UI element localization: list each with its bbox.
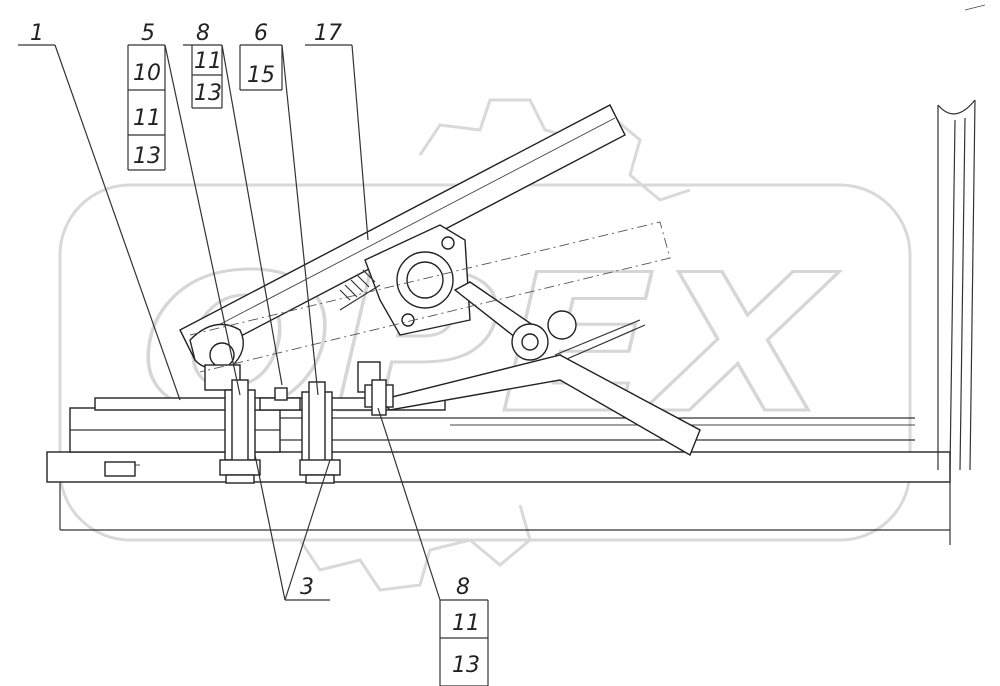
callout-10: 10 [133,61,161,86]
callout-6: 6 [254,21,268,46]
callout-8b: 8 [456,575,470,600]
callout-13c: 13 [452,653,480,678]
bolts [219,379,394,484]
callout-11a: 11 [133,106,161,131]
right-wall [937,4,986,471]
callout-15: 15 [247,63,275,88]
callout-11b: 11 [194,49,222,74]
pedal-assembly [179,104,701,457]
callout-3: 3 [300,575,314,600]
callout-13a: 13 [133,144,161,169]
callout-13b: 13 [194,81,222,106]
callout-5: 5 [141,21,155,46]
callouts: 1 5 10 11 13 8 11 13 6 15 17 [18,21,489,686]
callout-11c: 11 [452,611,480,636]
callout-8a: 8 [196,21,210,46]
callout-17: 17 [314,21,342,46]
callout-1: 1 [30,21,44,46]
